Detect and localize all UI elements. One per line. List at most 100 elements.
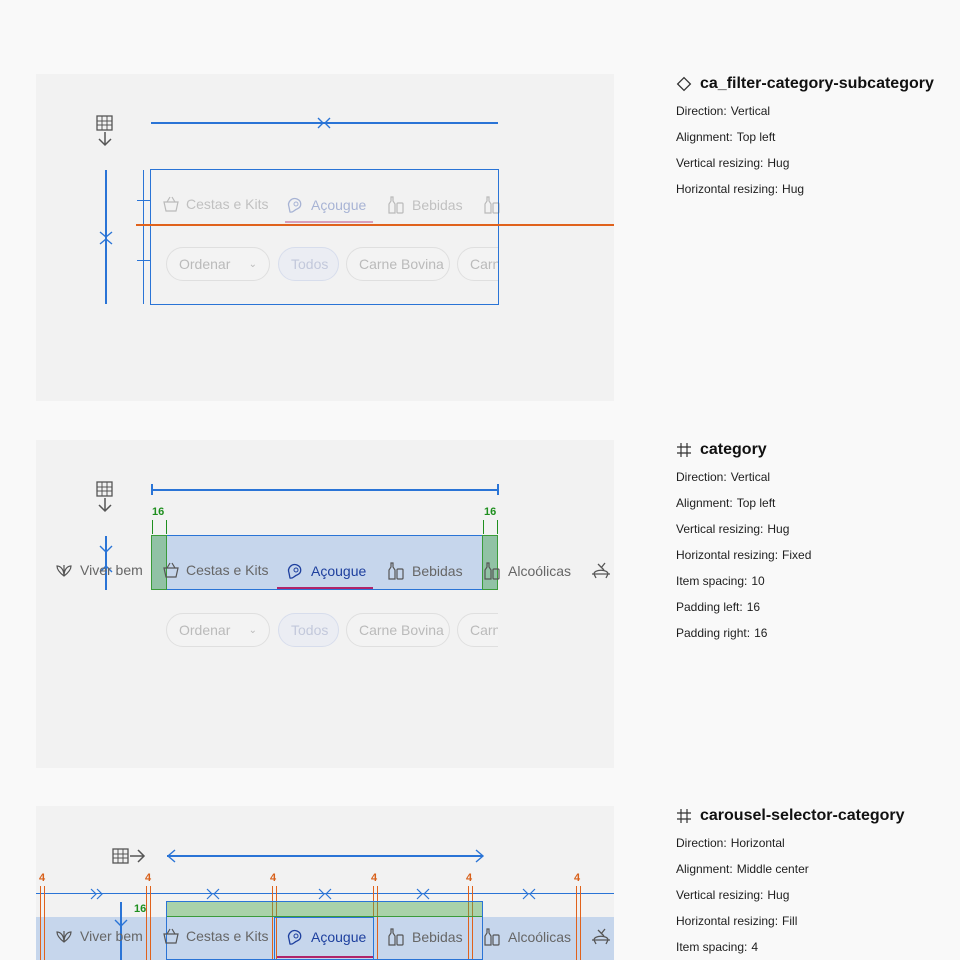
- auto-layout-vertical-icon: [96, 481, 113, 513]
- canvas-carousel-selector: 4 4 4 4 4 4 16 Viver bem Cestas e Kits A…: [36, 806, 614, 960]
- prop-key: Horizontal resizing:: [676, 914, 779, 928]
- arrow-left-icon: [166, 849, 176, 863]
- prop-key: Direction:: [676, 104, 727, 118]
- auto-layout-vertical-icon: [96, 115, 113, 147]
- padding-tick: [152, 520, 153, 534]
- item-spacing-value: 4: [466, 872, 473, 884]
- spacing-marker: [146, 886, 147, 960]
- diamond-icon: [676, 76, 692, 92]
- chip-todos[interactable]: Todos: [278, 613, 339, 647]
- prop-vertical-resizing: Vertical resizing:Hug: [676, 156, 960, 172]
- prop-padding-right: Padding right:16: [676, 626, 960, 642]
- prop-horizontal-resizing: Horizontal resizing:Fill: [676, 914, 960, 930]
- chip-todos[interactable]: Todos: [278, 247, 339, 281]
- tab-viver-bem[interactable]: Viver bem: [54, 561, 143, 579]
- item-spacing-value: 4: [145, 872, 152, 884]
- tab-bebidas[interactable]: Bebidas: [386, 927, 463, 947]
- chip-label: Todos: [291, 622, 329, 638]
- meat-icon: [285, 927, 305, 947]
- item-spacing-line: [136, 224, 614, 226]
- category-frame-highlight: [151, 535, 498, 590]
- tab-cestas[interactable]: Cestas e Kits: [162, 195, 268, 213]
- bottles-icon: [482, 561, 502, 581]
- prop-vertical-resizing: Vertical resizing:Hug: [676, 888, 960, 904]
- chip-carne[interactable]: Carne: [457, 613, 498, 647]
- prop-item-spacing: Item spacing:10: [676, 574, 960, 590]
- prop-value: Hug: [767, 156, 790, 170]
- panel-title-text: category: [700, 441, 767, 458]
- tab-label: Bebidas: [412, 929, 463, 945]
- fixed-width-cap: [151, 484, 153, 495]
- padding-tick: [497, 520, 498, 534]
- prop-key: Padding right:: [676, 626, 751, 640]
- spacing-marker: [377, 886, 378, 960]
- bottles-icon: [386, 195, 406, 215]
- sort-select[interactable]: Ordenar ⌄: [166, 613, 270, 647]
- hash-icon: [676, 442, 692, 458]
- hug-arrows-icon: [317, 117, 331, 129]
- prop-key: Direction:: [676, 470, 727, 484]
- spacing-marker: [472, 886, 473, 960]
- hug-arrows-icon: [522, 888, 536, 900]
- chip-label: Carne: [470, 622, 498, 638]
- tab-label: Bebidas: [412, 563, 463, 579]
- spacing-marker: [272, 886, 273, 960]
- tab-alcoolicas-cut[interactable]: [482, 195, 508, 215]
- spacing-guide-line: [143, 170, 144, 304]
- tab-acougue[interactable]: Açougue: [285, 561, 366, 581]
- prop-vertical-resizing: Vertical resizing:Hug: [676, 522, 960, 538]
- chip-carne-bovina[interactable]: Carne Bovina: [346, 613, 450, 647]
- hug-arrows-icon: [318, 888, 332, 900]
- prop-value: Fill: [782, 914, 798, 928]
- prop-direction: Direction:Vertical: [676, 104, 960, 120]
- hash-icon: [676, 808, 692, 824]
- prop-value: Vertical: [730, 104, 771, 118]
- spacing-marker: [576, 886, 577, 960]
- chevron-down-icon: ⌄: [248, 624, 257, 636]
- chip-label: Carne Bovina: [359, 622, 444, 638]
- prop-key: Item spacing:: [676, 574, 748, 588]
- tab-bebidas[interactable]: Bebidas: [386, 195, 463, 215]
- basket-icon: [162, 561, 180, 579]
- bottles-icon: [386, 561, 406, 581]
- grill-icon: [590, 560, 612, 585]
- height-dimension-line: [105, 536, 107, 590]
- prop-value: Fixed: [782, 548, 812, 562]
- prop-value: 16: [746, 600, 761, 614]
- chip-carne-bovina[interactable]: Carne Bovina: [346, 247, 450, 281]
- spacing-marker: [40, 886, 41, 960]
- spacing-marker: [580, 886, 581, 960]
- tab-label: Alcoólicas: [508, 929, 572, 945]
- panel-title: carousel-selector-category: [676, 806, 960, 826]
- grill-icon: [590, 926, 612, 951]
- fixed-width-line: [151, 489, 498, 491]
- tab-acougue[interactable]: Açougue: [285, 927, 366, 947]
- tab-viver-bem[interactable]: Viver bem: [54, 927, 143, 945]
- prop-horizontal-resizing: Horizontal resizing:Hug: [676, 182, 960, 198]
- subcategory-chips: Ordenar ⌄ Todos Carne Bovina Carne: [151, 245, 498, 285]
- tab-alcoolicas[interactable]: Alcoólicas: [482, 927, 571, 947]
- bottles-icon: [482, 195, 502, 215]
- subcategory-chips: Ordenar ⌄ Todos Carne Bovina Carne: [151, 611, 498, 651]
- tab-cestas[interactable]: Cestas e Kits: [162, 561, 268, 579]
- prop-value: Middle center: [736, 862, 809, 876]
- spacing-guide-line: [36, 893, 614, 894]
- hug-arrows-vertical-icon: [99, 231, 113, 245]
- tab-acougue[interactable]: Açougue: [285, 195, 366, 215]
- prop-key: Vertical resizing:: [676, 522, 764, 536]
- prop-value: 16: [754, 626, 768, 640]
- prop-key: Horizontal resizing:: [676, 182, 779, 196]
- meat-icon: [285, 561, 305, 581]
- chip-label: Carne: [470, 256, 498, 272]
- tab-bebidas[interactable]: Bebidas: [386, 561, 463, 581]
- tab-alcoolicas[interactable]: Alcoólicas: [482, 561, 571, 581]
- prop-item-spacing: Item spacing:4: [676, 940, 960, 956]
- tab-cestas[interactable]: Cestas e Kits: [162, 927, 268, 945]
- chip-carne[interactable]: Carne: [457, 247, 498, 281]
- item-spacing-value: 4: [371, 872, 378, 884]
- panel-title: category: [676, 440, 960, 460]
- spacing-tick: [137, 200, 150, 201]
- hug-arrows-vertical-icon: [99, 545, 113, 573]
- active-tab-underline: [285, 221, 373, 223]
- sort-select[interactable]: Ordenar ⌄: [166, 247, 270, 281]
